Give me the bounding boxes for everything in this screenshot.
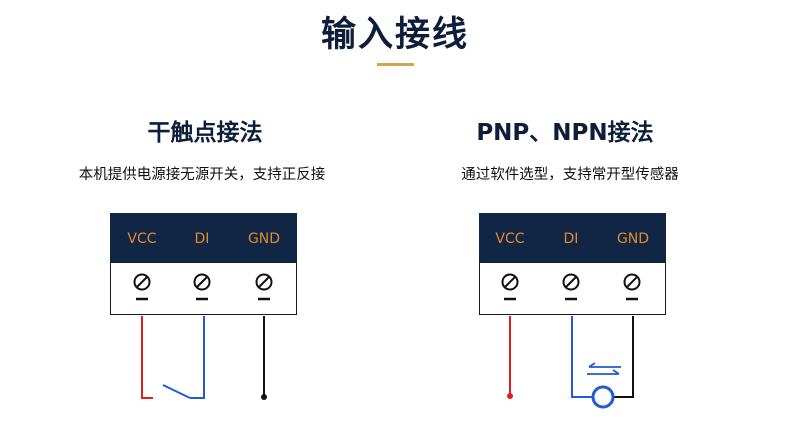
right-panel-title: PNP、NPN接法 <box>476 120 654 146</box>
right-terminal-label-vcc: VCC <box>495 231 525 247</box>
screw-terminal-icon <box>255 273 273 301</box>
screw-terminal-icon <box>562 273 580 301</box>
screw-terminal-icon <box>133 273 151 301</box>
right-terminal-header <box>479 213 666 262</box>
left-panel-description: 本机提供电源接无源开关，支持正反接 <box>78 167 326 183</box>
left-terminal-label-vcc: VCC <box>127 231 157 247</box>
left-terminal-label-gnd: GND <box>247 231 281 247</box>
right-terminal-label-di: DI <box>563 231 579 247</box>
left-terminal-header <box>110 213 297 262</box>
di-wire <box>571 316 593 398</box>
di-wire <box>190 316 205 399</box>
screw-terminal-icon <box>501 273 519 301</box>
right-panel-description: 通过软件选型，支持常开型传感器 <box>461 167 679 183</box>
vcc-wire-end <box>507 393 513 399</box>
left-terminal-label-di: DI <box>194 231 210 247</box>
sensor-icon <box>587 362 621 409</box>
title-underline <box>377 63 414 66</box>
screw-terminal-icon <box>623 273 641 301</box>
right-terminal-label-gnd: GND <box>616 231 650 247</box>
gnd-wire-end <box>261 394 267 400</box>
page-title: 输入接线 <box>320 15 469 55</box>
screw-terminal-icon <box>193 273 211 301</box>
gnd-wire <box>614 316 634 398</box>
left-panel-title: 干触点接法 <box>147 120 263 146</box>
switch-icon <box>162 384 191 399</box>
vcc-wire <box>141 316 153 399</box>
